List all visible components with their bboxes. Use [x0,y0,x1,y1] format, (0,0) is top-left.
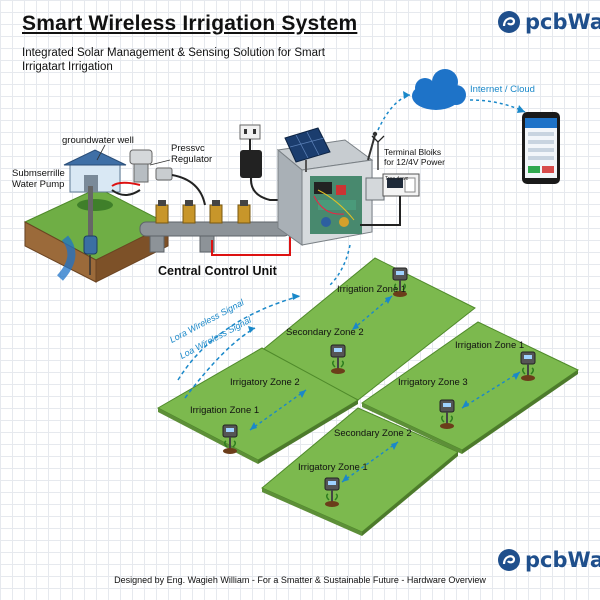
footer-logo: pcbWay [497,548,600,572]
power-outlet-icon [239,124,261,140]
pump-label-line-1: Submserrille [12,168,65,179]
internet-cloud-label: Internet / Cloud [470,84,535,95]
terminal-panel-text: Tree dowe [385,176,409,182]
terminal-block-icon [360,135,420,226]
zone-label: Irrigation Zone 1 [337,284,407,295]
well-house-icon [63,149,127,275]
terminal-blocks-label: Terminal Bloiks for 12/4V Power [384,147,445,167]
zone-label: Secondary Zone 2 [334,428,412,439]
pump-label-line-2: Water Pump [12,179,65,190]
solenoid-valve-icon [237,200,251,224]
brand-logo: pcbWay [497,10,600,34]
zone-label: Irrigation Zone 1 [190,405,260,416]
solenoid-valve-icon [209,200,223,224]
solenoid-valve-icon [155,200,169,224]
zone-links [249,295,521,483]
signal-cable [329,244,351,286]
terminal-label-line-2: for 12/4V Power [384,156,445,167]
pipe-manifold [139,200,291,253]
zone-plates [156,257,579,536]
page-title: Smart Wireless Irrigation System [22,12,358,35]
zone-label: Irrigatory Zone 1 [298,462,368,473]
footer-logo-text: pcbWay [525,548,600,572]
sensor-node-icon [439,399,455,429]
wireless-signal-arcs [177,295,301,399]
submersible-pump-label: Submserrille Water Pump [12,168,65,190]
antenna-icon [367,131,378,161]
subtitle-line-2: Irrigatart Irrigation [22,61,113,73]
sensor-nodes [222,267,536,507]
zone-label: Irrigatory Zone 2 [230,377,300,388]
power-adapter-icon [240,139,285,201]
sensor-node-icon [222,424,238,454]
sensor-node-icon [330,344,346,374]
terminal-label-line-1: Terminal Bloiks [384,147,442,157]
central-control-unit-label: Central Control Unit [158,264,277,278]
page-subtitle: Integrated Solar Management & Sensing So… [22,46,342,74]
regulator-label-line-2: Regulator [171,154,213,165]
solar-panel-icon [284,127,331,172]
zone-label: Irrigatory Zone 3 [398,377,468,388]
smartphone-icon [522,112,560,184]
subtitle-line-1: Integrated Solar Management & Sensing So… [22,47,326,59]
pressure-regulator-label: Pressvc Regulator [171,143,212,165]
pressure-regulator-icon [129,149,173,183]
footer-credit: Designed by Eng. Wagieh William - For a … [114,575,486,585]
zone-label: Secondary Zone 2 [286,327,364,338]
groundwater-well-label: groundwater well [62,135,134,146]
sensor-node-icon [520,351,536,381]
pcbway-logo-icon [498,11,520,33]
sensor-node-icon [324,477,340,507]
solenoid-valve-icon [182,200,196,224]
regulator-label-line-1: Pressvc [171,143,205,154]
pcbway-logo-icon [498,549,520,571]
logo-text: pcbWay [525,10,600,34]
zone-label: Irrigation Zone 1 [455,340,525,351]
sensor-node-icon [392,267,408,297]
ground-block [23,187,170,283]
central-control-unit-box [276,139,374,246]
cloud-icon [412,69,466,110]
